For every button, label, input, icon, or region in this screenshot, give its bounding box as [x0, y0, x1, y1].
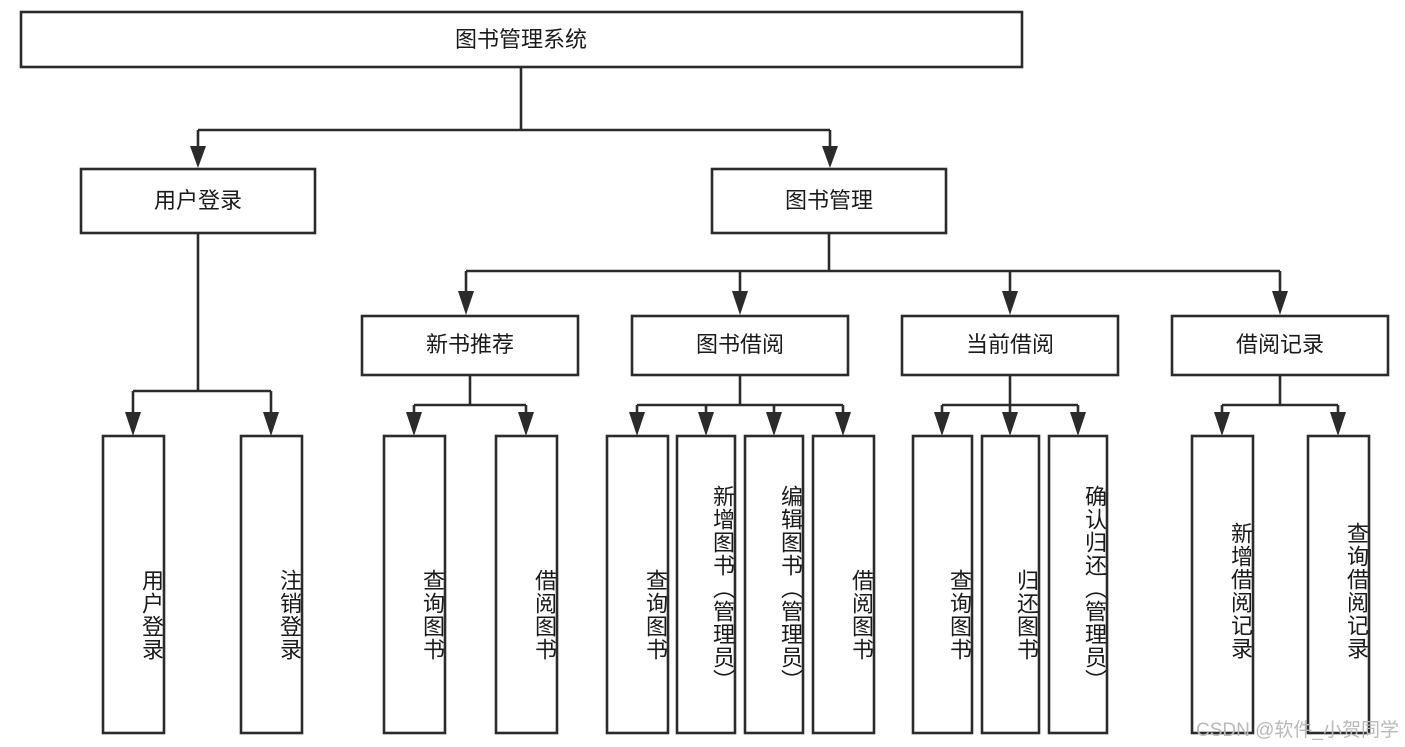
- watermark-text: CSDN @软件_小贺同学: [1196, 720, 1399, 741]
- arrow-head-icon: [766, 412, 782, 436]
- arrow-head-icon: [190, 146, 206, 168]
- arrow-head-icon: [629, 412, 645, 436]
- arrow-head-icon: [822, 146, 838, 168]
- connector-book-management-children: [458, 233, 1288, 315]
- node-new-book-recommend-box: [360, 314, 580, 377]
- leaf-box-book-borrow-1[interactable]: [675, 434, 737, 735]
- arrow-head-icon: [1002, 291, 1018, 315]
- arrow-head-icon: [125, 412, 141, 436]
- node-root-label: 图书管理系统: [455, 27, 587, 52]
- node-user-login-label: 用户登录: [154, 188, 242, 213]
- node-user-login[interactable]: 用户登录: [79, 167, 317, 235]
- arrow-head-icon: [1272, 291, 1288, 315]
- node-root[interactable]: 图书管理系统: [19, 10, 1024, 69]
- node-root-box: [19, 10, 1024, 69]
- leaf-box-borrow-record-1[interactable]: [1306, 434, 1371, 735]
- leaf-box-user-login-1[interactable]: [239, 434, 304, 735]
- node-book-management[interactable]: 图书管理: [710, 167, 948, 235]
- arrow-head-icon: [406, 412, 422, 436]
- arrow-head-icon: [1070, 412, 1086, 436]
- leaf-box-book-borrow-3[interactable]: [811, 434, 876, 735]
- arrow-head-icon: [1214, 412, 1230, 436]
- node-new-book-recommend[interactable]: 新书推荐: [360, 314, 580, 377]
- node-borrow-record-label: 借阅记录: [1236, 332, 1324, 357]
- leaf-box-new-book-1[interactable]: [494, 434, 559, 735]
- node-borrow-record[interactable]: 借阅记录: [1170, 314, 1390, 377]
- connector-user-login-children: [125, 233, 279, 436]
- leaf-box-book-borrow-0[interactable]: [605, 434, 670, 735]
- node-book-borrow[interactable]: 图书借阅: [630, 314, 850, 377]
- node-book-management-label: 图书管理: [785, 188, 873, 213]
- node-current-borrow-box: [900, 314, 1120, 377]
- arrow-head-icon: [698, 412, 714, 436]
- connector-root-trunk: [190, 67, 838, 168]
- arrow-head-icon: [458, 291, 474, 315]
- node-new-book-recommend-label: 新书推荐: [426, 332, 514, 357]
- leaf-box-borrow-record-0[interactable]: [1190, 434, 1255, 735]
- leaf-box-current-borrow-0[interactable]: [911, 434, 974, 735]
- arrow-head-icon: [263, 412, 279, 436]
- node-user-login-box: [79, 167, 317, 235]
- connector-borrow-record-children: [1214, 375, 1346, 436]
- leaf-box-book-borrow-2[interactable]: [743, 434, 805, 735]
- connector-current-borrow-children: [934, 375, 1086, 436]
- node-current-borrow-label: 当前借阅: [966, 332, 1054, 357]
- arrow-head-icon: [835, 412, 851, 436]
- connector-book-borrow-children: [629, 375, 851, 436]
- connector-new-book-recommend-children: [406, 375, 534, 436]
- leaf-box-current-borrow-1[interactable]: [980, 434, 1041, 735]
- arrow-head-icon: [1002, 412, 1018, 436]
- leaf-box-user-login-0[interactable]: [101, 434, 166, 735]
- leaf-box-current-borrow-2[interactable]: [1047, 434, 1109, 735]
- node-current-borrow[interactable]: 当前借阅: [900, 314, 1120, 377]
- arrow-head-icon: [1330, 412, 1346, 436]
- arrow-head-icon: [934, 412, 950, 436]
- arrow-head-icon: [732, 291, 748, 315]
- node-book-borrow-label: 图书借阅: [696, 332, 784, 357]
- arrow-head-icon: [518, 412, 534, 436]
- leaf-box-new-book-0[interactable]: [382, 434, 447, 735]
